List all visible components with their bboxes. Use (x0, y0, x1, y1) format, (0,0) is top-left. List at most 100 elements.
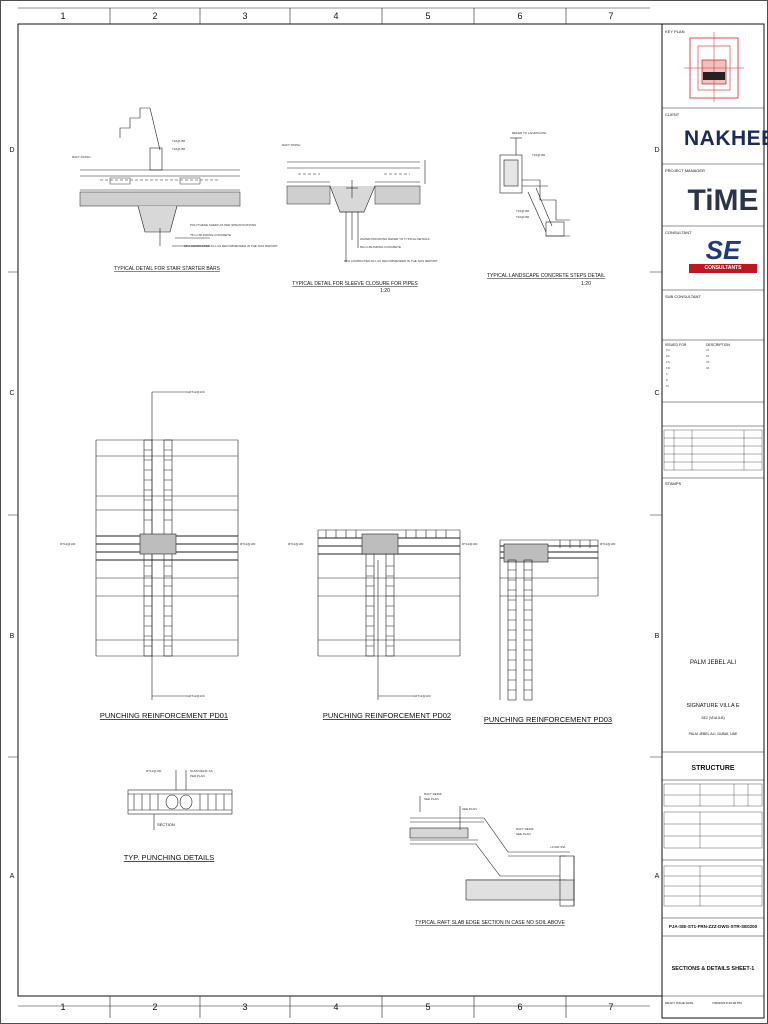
grid-row-b-right: B (655, 633, 660, 640)
svg-text:REFER TO LANDSCAPE: REFER TO LANDSCAPE (512, 131, 546, 135)
client-label: CLIENT (665, 112, 680, 117)
grid-row-a-right: A (655, 873, 660, 880)
grid-row-a: A (10, 873, 15, 880)
svg-text:SLAB REINF. AS: SLAB REINF. AS (190, 769, 213, 773)
project-name: PALM JEBEL ALI (689, 660, 737, 666)
svg-text:95% COMPACTED FILL AS RECOMMEN: 95% COMPACTED FILL AS RECOMMENDED IN THE… (184, 244, 278, 248)
grid-col-6: 6 (517, 11, 522, 21)
grid-row-d: D (9, 147, 14, 154)
svg-text:3xRT12@100: 3xRT12@100 (186, 694, 205, 698)
svg-text:T10@150: T10@150 (516, 215, 530, 219)
sleeve-closure-title: TYPICAL DETAIL FOR SLEEVE CLOSURE FOR PI… (292, 281, 418, 287)
svg-text:RT12@100: RT12@100 (600, 542, 616, 546)
pd03-title: PUNCHING REINFORCEMENT PD03 (484, 715, 612, 724)
se-logo-subtitle: CONSULTANTS (704, 265, 742, 271)
svg-text:T10@150: T10@150 (516, 209, 530, 213)
villa-name: SIGNATURE VILLA E (686, 703, 740, 709)
svg-text:RT12@100: RT12@100 (60, 542, 76, 546)
svg-text:95% COMPACTED FILL AS RECOMMEN: 95% COMPACTED FILL AS RECOMMENDED IN THE… (344, 259, 438, 263)
svg-text:P: P (666, 378, 668, 382)
nakheel-logo: NAKHEEL (684, 127, 768, 150)
svg-text:01: 01 (706, 348, 710, 352)
grid-row-b: B (10, 633, 15, 640)
punching-pd01-plan (95, 391, 239, 700)
svg-text:F: F (666, 372, 668, 376)
project-code: SE2 (VDA 5-B) (701, 716, 725, 720)
svg-text:04: 04 (706, 366, 710, 370)
svg-text:RT12@100: RT12@100 (288, 542, 304, 546)
grid-col-5-bottom: 5 (425, 1002, 430, 1012)
stamps-label: STAMPS (665, 481, 682, 486)
raft-edge-title: TYPICAL RAFT SLAB EDGE SECTION IN CASE N… (415, 920, 565, 926)
grid-col-5: 5 (425, 11, 430, 21)
consultant-logo: SE CONSULTANTS (687, 235, 759, 275)
detail-landscape-steps (499, 137, 570, 237)
svg-text:3xRT12@100: 3xRT12@100 (186, 390, 205, 394)
svg-text:3xRT12@100: 3xRT12@100 (412, 694, 431, 698)
sleeve-closure-scale: 1:20 (380, 288, 390, 294)
svg-text:RT12@100: RT12@100 (462, 542, 478, 546)
print-date-label: DRAFT ISSUE DATE (665, 1001, 694, 1005)
typ-punching-title: TYP. PUNCHING DETAILS (124, 853, 215, 862)
key-plan-diagram (684, 32, 744, 102)
stair-starter-title: TYPICAL DETAIL FOR STAIR STARTER BARS (114, 266, 221, 272)
grid-col-1-bottom: 1 (60, 1002, 65, 1012)
pd01-title: PUNCHING REINFORCEMENT PD01 (100, 711, 228, 720)
drawing-number: PJA-SIE-ST1-FRN-ZZZ-DWG-STR-SE0200 (668, 924, 758, 929)
svg-text:WATER PROOFING REFER TO TYPICA: WATER PROOFING REFER TO TYPICAL DETAILS (360, 237, 430, 241)
landscape-steps-title: TYPICAL LANDSCAPE CONCRETE STEPS DETAIL (487, 273, 605, 279)
grid-row-c: C (9, 390, 14, 397)
grid-col-3-bottom: 3 (242, 1002, 247, 1012)
svg-text:T10@150: T10@150 (172, 147, 186, 151)
svg-text:RT12@100: RT12@100 (146, 769, 162, 773)
svg-text:FR: FR (666, 366, 671, 370)
se-logo-letters: SE (705, 235, 741, 265)
landscape-steps-scale: 1:20 (581, 281, 591, 287)
signatory-table (663, 783, 763, 907)
grid-row-c-right: C (654, 390, 659, 397)
punching-pd03-plan (499, 539, 599, 701)
pd02-title: PUNCHING REINFORCEMENT PD02 (323, 711, 451, 720)
svg-text:RAFT FINISH: RAFT FINISH (72, 155, 90, 159)
svg-text:SEE PLAN: SEE PLAN (424, 797, 439, 801)
svg-text:SEE PLAN: SEE PLAN (516, 832, 531, 836)
svg-text:T10@150: T10@150 (172, 139, 186, 143)
typ-punching-section (127, 770, 233, 830)
grid-col-4: 4 (333, 11, 338, 21)
grid-row-d-right: D (654, 147, 659, 154)
grid-col-4-bottom: 4 (333, 1002, 338, 1012)
svg-text:POLYTHENE SHEET AS PER SPECIFI: POLYTHENE SHEET AS PER SPECIFICATIONS (190, 223, 256, 227)
svg-text:RT12@100: RT12@100 (240, 542, 256, 546)
project-location: PALM JEBEL ALI, DUBAI, UAE (688, 732, 738, 736)
project-manager-label: PROJECT MANAGER (665, 168, 705, 173)
svg-text:PC: PC (666, 348, 671, 352)
svg-text:RAFT REINF.: RAFT REINF. (424, 792, 442, 796)
description-heading: DESCRIPTION (706, 343, 730, 347)
grid-col-3: 3 (242, 11, 247, 21)
sub-consultant-label: SUB CONSULTANT (665, 294, 701, 299)
grid-col-6-bottom: 6 (517, 1002, 522, 1012)
svg-text:+0.000 SSL: +0.000 SSL (550, 845, 566, 849)
detail-stair-starter (79, 107, 241, 247)
svg-text:T10@150: T10@150 (532, 153, 546, 157)
svg-text:FS: FS (666, 360, 670, 364)
svg-text:50mm BLINDING CONCRETE: 50mm BLINDING CONCRETE (360, 245, 401, 249)
raft-edge-section (409, 796, 575, 907)
grid-col-1: 1 (60, 11, 65, 21)
print-date: 7/28/2023 8:46:06 PM (712, 1001, 742, 1005)
svg-text:RAFT FINISH: RAFT FINISH (282, 143, 300, 147)
punching-pd02-plan (317, 529, 461, 700)
svg-text:FA: FA (666, 354, 670, 358)
se-logo-bar (689, 264, 757, 273)
svg-text:PER PLAN: PER PLAN (190, 774, 205, 778)
svg-text:75mm BLINDING CONCRETE: 75mm BLINDING CONCRETE (190, 233, 231, 237)
discipline-title: STRUCTURE (691, 765, 735, 772)
time-logo: TiME (687, 184, 759, 217)
grid-col-2-bottom: 2 (152, 1002, 157, 1012)
revision-table (663, 429, 763, 471)
svg-text:03: 03 (706, 360, 710, 364)
sheet-title: SECTIONS & DETAILS SHEET-1 (671, 966, 755, 972)
typ-section-label: SECTION (157, 822, 175, 827)
svg-text:SEE PLAN: SEE PLAN (462, 807, 477, 811)
